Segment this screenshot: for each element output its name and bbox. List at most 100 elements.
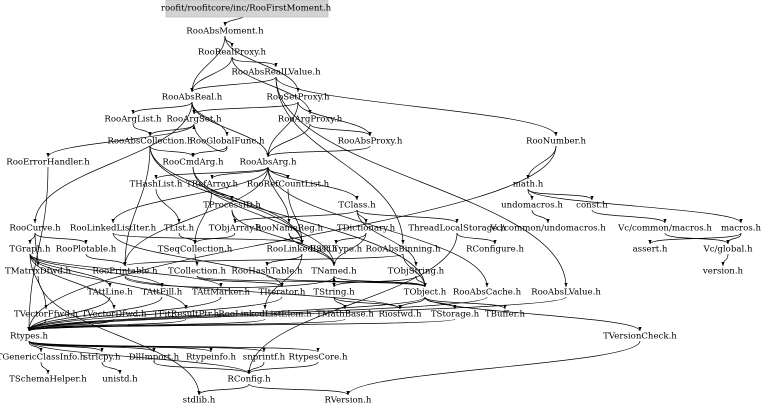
node-Riosfwd[interactable]: Riosfwd.h [378,310,422,320]
node-RooAbsArg[interactable]: RooAbsArg.h [239,158,296,168]
node-TAttMarker[interactable]: TAttMarker.h [192,288,250,298]
node-snprintf[interactable]: snprintf.h [243,353,286,363]
node-Rtypeinfo[interactable]: Rtypeinfo.h [186,353,237,363]
node-RooAbsProxy[interactable]: RooAbsProxy.h [338,137,403,147]
node-TVectorDfwd[interactable]: TVectorDfwd.h [82,310,147,320]
node-version[interactable]: version.h [702,267,744,277]
node-undomacros[interactable]: undomacros.h [501,201,563,211]
node-label-snprintf: snprintf.h [243,353,286,363]
node-TList[interactable]: TList.h [164,224,195,234]
edge-RooAbsArg-to-RooAbsCache [267,166,489,288]
node-VcMacros[interactable]: Vc/common/macros.h [617,224,712,234]
node-TIterator[interactable]: TIterator.h [259,288,306,298]
node-label-TSeqCollection: TSeqCollection.h [158,245,233,255]
node-RooCmdArg[interactable]: RooCmdArg.h [162,158,224,168]
node-ThreadLocalStorage[interactable]: ThreadLocalStorage.h [408,224,506,234]
node-RooAbsLValue[interactable]: RooAbsLValue.h [531,288,601,298]
node-label-RtypesCore: RtypesCore.h [289,353,348,363]
edge-TObjString-to-TString [332,275,417,288]
edge-TObject-to-Rtypes [27,296,426,332]
node-TGenericClassInfo[interactable]: TGenericClassInfo.h [0,353,86,363]
nodes-layer: roofit/roofitcore/inc/RooFirstMoment.hRo… [0,0,761,406]
edge-TGraph-to-TVectorFfwd [29,253,48,310]
node-macros[interactable]: macros.h [721,224,762,234]
node-TDictionary[interactable]: TDictionary.h [337,224,396,234]
node-RooRealProxy[interactable]: RooRealProxy.h [198,48,267,58]
node-RConfigure[interactable]: RConfigure.h [466,245,524,255]
node-stdlib[interactable]: stdlib.h [183,396,216,406]
node-TStorage[interactable]: TStorage.h [431,310,480,320]
node-RooArgProxy[interactable]: RooArgProxy.h [278,115,343,125]
node-TFitResultPtr[interactable]: TFitResultPtr.h [153,310,220,320]
node-ESTLType[interactable]: ESTLType.h [310,245,363,255]
node-math[interactable]: math.h [513,180,544,190]
node-label-TString: TString.h [313,288,355,298]
edge-TIterator-to-Rtypes [27,296,283,332]
node-TClass[interactable]: TClass.h [338,201,376,211]
node-TObjArray[interactable]: TObjArray.h [209,224,262,234]
node-TGraph[interactable]: TGraph.h [9,245,51,255]
node-label-ThreadLocalStorage: ThreadLocalStorage.h [408,224,506,234]
node-RooRefCountList[interactable]: RooRefCountList.h [247,180,330,190]
node-TNamed[interactable]: TNamed.h [311,267,357,277]
node-RooHashTable[interactable]: RooHashTable.h [231,267,303,277]
node-TObjString[interactable]: TObjString.h [388,267,445,277]
node-label-Rtypeinfo: Rtypeinfo.h [186,353,237,363]
node-RooPlotable[interactable]: RooPlotable.h [56,245,117,255]
node-TObject[interactable]: TObject.h [404,288,447,298]
node-RooLinkedListIter[interactable]: RooLinkedListIter.h [70,224,157,234]
node-assert[interactable]: assert.h [633,245,668,255]
node-RooLinkedListElem[interactable]: RooLinkedListElem.h [218,310,312,320]
node-TString[interactable]: TString.h [313,288,355,298]
node-label-TProcessID: TProcessID.h [203,201,261,211]
node-unistd[interactable]: unistd.h [102,375,138,385]
node-label-TNamed: TNamed.h [311,267,357,277]
node-RooArgSet[interactable]: RooArgSet.h [166,115,222,125]
node-TVersionCheck[interactable]: TVersionCheck.h [603,332,677,342]
node-RooAbsReal[interactable]: RooAbsReal.h [162,93,223,103]
node-RooSetProxy[interactable]: RooSetProxy.h [266,93,330,103]
node-RooAbsRealLValue[interactable]: RooAbsRealLValue.h [231,68,321,78]
node-RooAbsCache[interactable]: RooAbsCache.h [453,288,522,298]
node-TRefArray[interactable]: TRefArray.h [186,180,238,190]
node-RooErrorHandler[interactable]: RooErrorHandler.h [6,158,90,168]
edge-RConfig-to-stdlib [197,383,250,396]
node-label-TAttMarker: TAttMarker.h [192,288,250,298]
node-TCollection[interactable]: TCollection.h [168,267,227,277]
node-RooPrintable[interactable]: RooPrintable.h [92,267,158,277]
node-TAttFill[interactable]: TAttFill.h [142,288,183,298]
node-DllImport[interactable]: DllImport.h [129,353,180,363]
edge-TClass-to-TObjString [356,209,418,267]
node-const[interactable]: const.h [576,201,608,211]
node-RooNameReg[interactable]: RooNameReg.h [255,224,323,234]
node-RooGlobalFunc[interactable]: RooGlobalFunc.h [189,137,265,147]
node-TMathBase[interactable]: TMathBase.h [316,310,374,320]
node-RooLinkedList[interactable]: RooLinkedList.h [266,245,338,255]
node-label-RooLinkedListElem: RooLinkedListElem.h [218,310,312,320]
node-TBuffer[interactable]: TBuffer.h [485,310,526,320]
node-RConfig[interactable]: RConfig.h [227,375,271,385]
node-VcGlobal[interactable]: Vc/global.h [703,245,753,255]
node-TProcessID[interactable]: TProcessID.h [203,201,261,211]
node-strlcpy[interactable]: strlcpy.h [83,353,120,363]
node-RVersion[interactable]: RVersion.h [325,396,372,406]
node-THashList[interactable]: THashList.h [130,180,183,190]
node-RooArgList[interactable]: RooArgList.h [104,115,162,125]
node-TVectorFfwd[interactable]: TVectorFfwd.h [14,310,79,320]
edge-TClass-to-TObjArray [233,209,358,224]
node-RooNumber[interactable]: RooNumber.h [526,137,587,147]
node-RooAbsCollection[interactable]: RooAbsCollection.h [107,137,193,147]
node-VcUndomacros[interactable]: Vc/common/undomacros.h [489,224,606,234]
node-RooAbsMoment[interactable]: RooAbsMoment.h [186,27,264,37]
node-label-TMathBase: TMathBase.h [316,310,374,320]
node-RooCurve[interactable]: RooCurve.h [9,224,61,234]
node-TSchemaHelper[interactable]: TSchemaHelper.h [9,375,87,385]
node-RtypesCore[interactable]: RtypesCore.h [289,353,348,363]
node-RooAbsBinning[interactable]: RooAbsBinning.h [365,245,441,255]
node-TAttLine[interactable]: TAttLine.h [87,288,133,298]
node-root[interactable]: roofit/roofitcore/inc/RooFirstMoment.h [161,0,332,18]
edge-RooErrorHandler-to-Rtypes [27,166,49,332]
node-TSeqCollection[interactable]: TSeqCollection.h [158,245,233,255]
node-Rtypes[interactable]: Rtypes.h [10,332,49,342]
node-TMatrixDfwd[interactable]: TMatrixDfwd.h [5,267,71,277]
